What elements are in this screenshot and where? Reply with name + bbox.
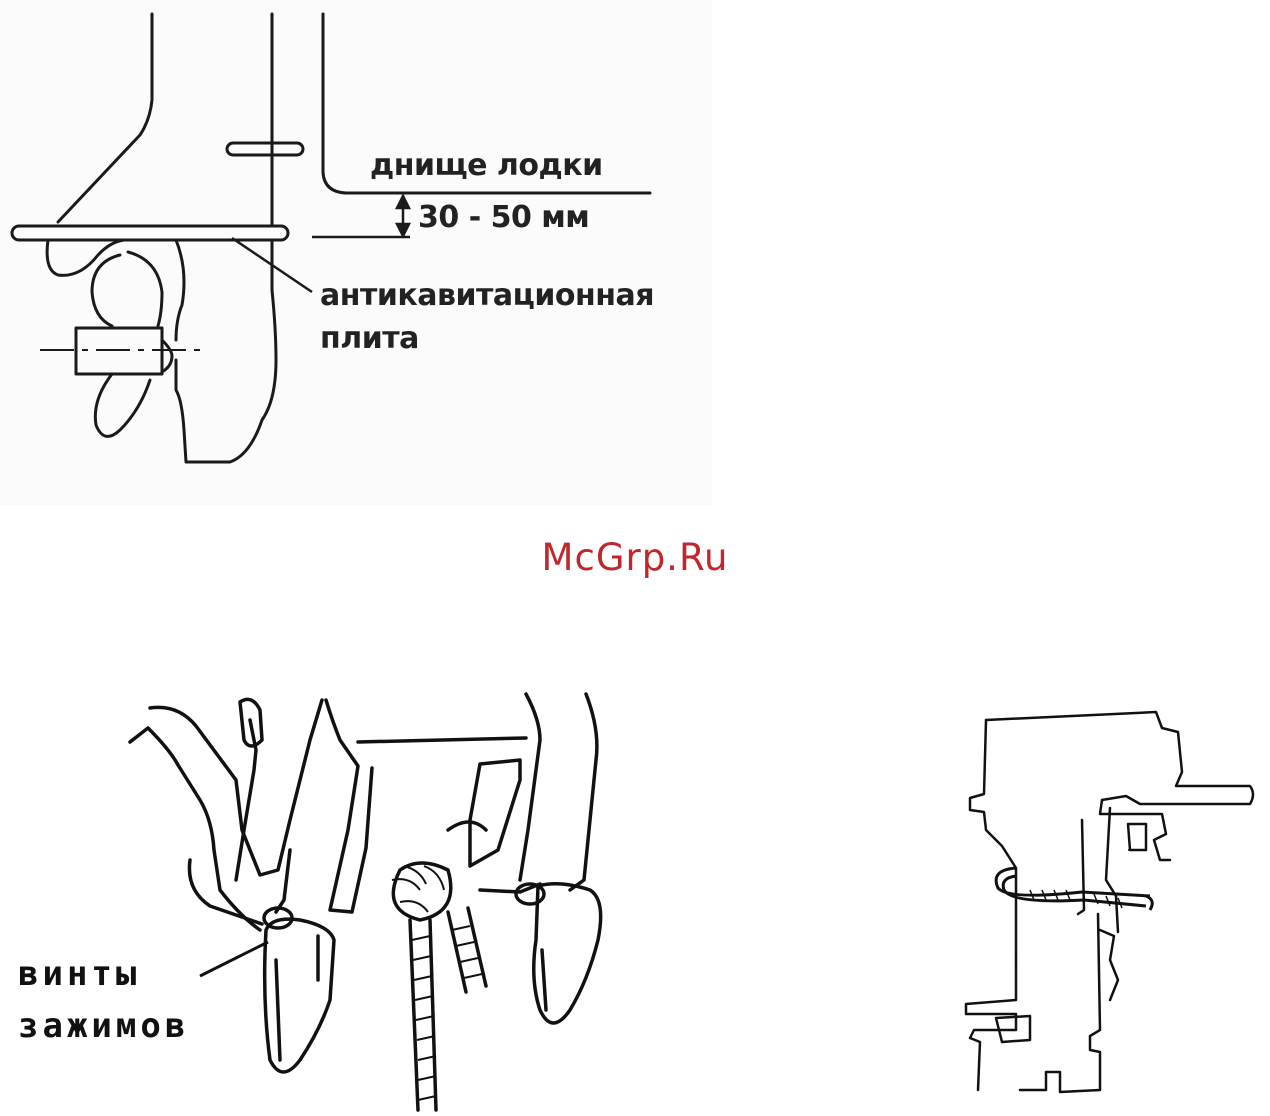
- upper-plate: [227, 143, 303, 155]
- transom-top-edge: [358, 738, 526, 742]
- tiller-handle-grip: [1128, 824, 1146, 850]
- shaft-back-contour: [1100, 930, 1118, 1000]
- left-bracket-lower: [189, 860, 262, 924]
- label-boat-bottom: днище лодки: [370, 148, 603, 183]
- engine-cowling: [986, 712, 1253, 804]
- motor-front-outline: [970, 720, 1016, 960]
- right-bracket-plate: [470, 760, 520, 866]
- rope-knot: [393, 863, 450, 920]
- depth-dimension-arrow: [397, 196, 409, 236]
- label-plate-line2: плита: [320, 321, 419, 356]
- gearcase-front: [176, 240, 184, 340]
- propeller-blade-lower: [95, 374, 150, 436]
- rope-texture: [392, 866, 482, 1100]
- leg-front-edge: [58, 14, 152, 222]
- rope-strand-left: [410, 920, 418, 1110]
- left-bracket-inner: [150, 700, 322, 875]
- clamp-leader-line: [200, 942, 268, 976]
- label-depth-range: 30 - 50 мм: [418, 200, 589, 235]
- propeller-blade-upper-back: [128, 252, 162, 326]
- left-clamp-slot: [276, 960, 280, 1060]
- clamp-screws-diagram: винты зажимов: [0, 680, 620, 1116]
- outboard-motor-diagram: [950, 700, 1270, 1116]
- rope-strand-right: [448, 912, 466, 992]
- anti-cavitation-plate: [12, 226, 288, 240]
- lower-unit-front: [966, 960, 1016, 1090]
- rope-strand-left2: [430, 920, 436, 1110]
- rope-loop-top: [448, 822, 486, 830]
- gearcase-outline: [176, 240, 276, 462]
- clamp-screws-drawing: [0, 680, 620, 1116]
- right-bracket-back: [570, 694, 597, 890]
- transom-bracket-center: [326, 700, 372, 912]
- cavitation-plate-diagram: днище лодки 30 - 50 мм антикавитационная…: [0, 0, 712, 505]
- propeller-blade-upper: [92, 255, 120, 326]
- outboard-motor-drawing: [950, 700, 1270, 1116]
- left-clamp-handle: [265, 919, 334, 1072]
- right-clamp-slot: [542, 950, 546, 1010]
- watermark-text: McGrp.Ru: [0, 536, 1270, 579]
- label-clamp-line2: зажимов: [18, 1006, 189, 1046]
- transom-bracket-back: [1106, 808, 1118, 932]
- safety-rope: [996, 868, 1152, 910]
- right-bracket-front: [520, 694, 540, 880]
- label-clamp-line1: винты: [18, 954, 140, 994]
- cavitation-plate-drawing: [0, 0, 712, 505]
- label-plate-line1: антикавитационная: [320, 278, 654, 313]
- driveshaft-housing: [1020, 914, 1100, 1092]
- left-bracket-mount: [276, 850, 290, 912]
